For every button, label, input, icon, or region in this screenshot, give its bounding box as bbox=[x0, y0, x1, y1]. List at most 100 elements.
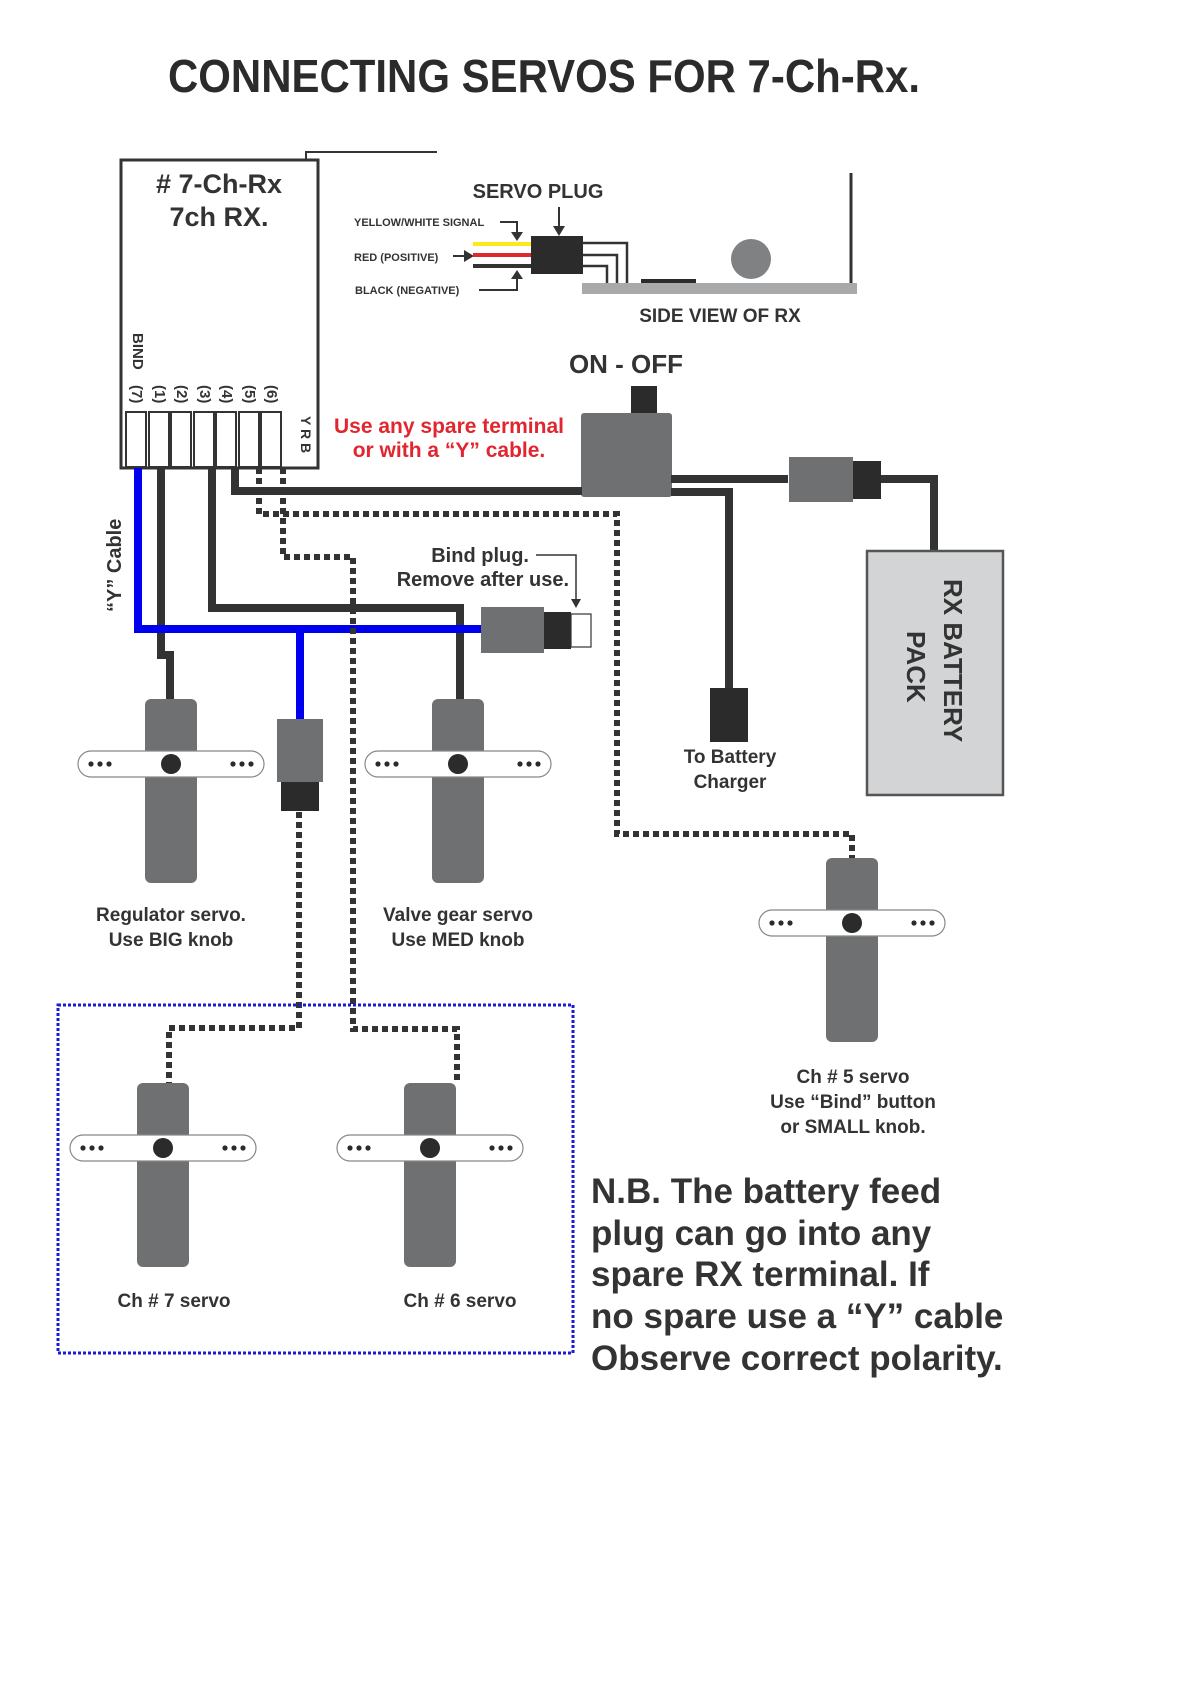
ch5-servo-label: Ch # 5 servo bbox=[797, 1067, 910, 1088]
terminal-bind[interactable] bbox=[125, 411, 147, 468]
charger-plug[interactable] bbox=[710, 688, 748, 742]
ch7-wire bbox=[166, 812, 302, 1083]
horn-hole-icon bbox=[239, 761, 245, 767]
battery-connector-housing[interactable] bbox=[789, 457, 853, 502]
terminal-2[interactable] bbox=[170, 411, 192, 468]
signal-wire-label: YELLOW/WHITE SIGNAL bbox=[354, 217, 484, 229]
rx-subtitle: 7ch RX. bbox=[169, 202, 268, 232]
horn-hole-icon bbox=[787, 920, 793, 926]
page-title: CONNECTING SERVOS FOR 7-Ch-Rx. bbox=[168, 50, 920, 102]
negative-wire-label: BLACK (NEGATIVE) bbox=[355, 285, 460, 297]
servo-hub-icon bbox=[153, 1138, 173, 1158]
horn-hole-icon bbox=[222, 1145, 228, 1151]
horn-hole-icon bbox=[98, 1145, 104, 1151]
switch-body[interactable] bbox=[581, 413, 672, 497]
servo-valve bbox=[364, 699, 552, 883]
rx-chip bbox=[641, 279, 696, 283]
note-line: plug can go into any bbox=[591, 1214, 932, 1253]
terminal-4[interactable] bbox=[215, 411, 237, 468]
horn-hole-icon bbox=[526, 761, 532, 767]
bind-plug-label: Bind plug. bbox=[431, 545, 529, 567]
servo-ch7 bbox=[69, 1083, 257, 1267]
battery-label-2: PACK bbox=[901, 631, 931, 703]
horn-hole-icon bbox=[920, 920, 926, 926]
spare-terminal-note-2: or with a “Y” cable. bbox=[353, 439, 546, 462]
ch7-servo-label: Ch # 7 servo bbox=[118, 1291, 231, 1312]
channel-labels: (7) (1) (2) (3) (4) (5) (6) bbox=[128, 385, 280, 403]
servo-hub-icon bbox=[448, 754, 468, 774]
horn-hole-icon bbox=[106, 761, 112, 767]
horn-hole-icon bbox=[535, 761, 541, 767]
horn-hole-icon bbox=[356, 1145, 362, 1151]
bind-label: BIND bbox=[129, 333, 146, 370]
servo-body bbox=[137, 1083, 189, 1267]
plug-pin-wire bbox=[583, 241, 629, 284]
terminal-3[interactable] bbox=[193, 411, 215, 468]
horn-hole-icon bbox=[365, 1145, 371, 1151]
bind-plug-tip[interactable] bbox=[544, 612, 571, 649]
negative-arrow-line bbox=[479, 277, 518, 291]
nb-note: N.B. The battery feed plug can go into a… bbox=[591, 1172, 1003, 1378]
terminal-6[interactable] bbox=[260, 411, 282, 468]
note-line: no spare use a “Y” cable bbox=[591, 1297, 1003, 1336]
channel-label: (7) bbox=[128, 385, 145, 403]
note-line: N.B. The battery feed bbox=[591, 1172, 941, 1211]
rx-crystal bbox=[731, 239, 771, 279]
servo-hub-icon bbox=[420, 1138, 440, 1158]
battery-connector-plug[interactable] bbox=[853, 461, 881, 499]
horn-hole-icon bbox=[97, 761, 103, 767]
polarity-label: Y R B bbox=[298, 416, 314, 453]
horn-hole-icon bbox=[230, 761, 236, 767]
spare-terminal-note: Use any spare terminal bbox=[334, 415, 564, 438]
plug-pin-wire bbox=[583, 264, 609, 284]
servo-hub-icon bbox=[161, 754, 181, 774]
note-line: Observe correct polarity. bbox=[591, 1339, 1003, 1378]
terminal-row bbox=[125, 411, 282, 468]
regulator-servo-label: Regulator servo. bbox=[96, 905, 246, 926]
down-arrow-icon bbox=[553, 226, 565, 236]
right-arrow-icon bbox=[464, 250, 474, 262]
servo-ch6 bbox=[336, 1083, 524, 1267]
ch6-wire bbox=[280, 468, 460, 1083]
horn-hole-icon bbox=[231, 1145, 237, 1151]
black-wires bbox=[157, 468, 938, 700]
horn-hole-icon bbox=[384, 761, 390, 767]
channel-label: (3) bbox=[196, 385, 213, 403]
horn-hole-icon bbox=[248, 761, 254, 767]
down-arrow-icon bbox=[571, 599, 581, 608]
terminal-5[interactable] bbox=[238, 411, 260, 468]
ch5-wire bbox=[256, 468, 855, 858]
horn-hole-icon bbox=[375, 761, 381, 767]
horn-hole-icon bbox=[489, 1145, 495, 1151]
bind-arrow-line bbox=[536, 554, 577, 600]
bind-plug-jumper[interactable] bbox=[570, 613, 592, 648]
rx-name: # 7-Ch-Rx bbox=[156, 169, 282, 199]
servo-body bbox=[826, 858, 878, 1042]
y-plug-housing[interactable] bbox=[277, 719, 323, 782]
dotted-wires bbox=[166, 468, 855, 1083]
valve-servo-label: Valve gear servo bbox=[383, 905, 533, 926]
servo-ch5 bbox=[758, 858, 946, 1042]
servos bbox=[69, 699, 946, 1267]
terminal-1[interactable] bbox=[148, 411, 170, 468]
servo-plug-title: SERVO PLUG bbox=[473, 181, 604, 203]
switch-toggle[interactable] bbox=[631, 386, 657, 414]
receiver: # 7-Ch-Rx 7ch RX. BIND (7) (1) (2) (3) (… bbox=[119, 151, 437, 470]
servo-body bbox=[432, 699, 484, 883]
y-plug-tip[interactable] bbox=[281, 782, 319, 811]
plug-pin-wire bbox=[583, 253, 619, 284]
horn-hole-icon bbox=[393, 761, 399, 767]
horn-hole-icon bbox=[89, 1145, 95, 1151]
channel-label: (2) bbox=[173, 385, 190, 403]
channel-label: (4) bbox=[218, 385, 235, 403]
bind-plug-housing[interactable] bbox=[481, 607, 544, 653]
charger-label: To Battery bbox=[684, 747, 777, 768]
ch4-to-switch-wire bbox=[231, 468, 582, 495]
on-off-switch: ON - OFF bbox=[569, 349, 683, 497]
valve-servo-label-2: Use MED knob bbox=[391, 930, 524, 951]
rx-board bbox=[582, 283, 857, 294]
y-cable-wire bbox=[134, 468, 481, 633]
rx-battery-pack: RX BATTERY PACK bbox=[865, 549, 1005, 797]
side-view-rx: SIDE VIEW OF RX bbox=[582, 173, 857, 327]
